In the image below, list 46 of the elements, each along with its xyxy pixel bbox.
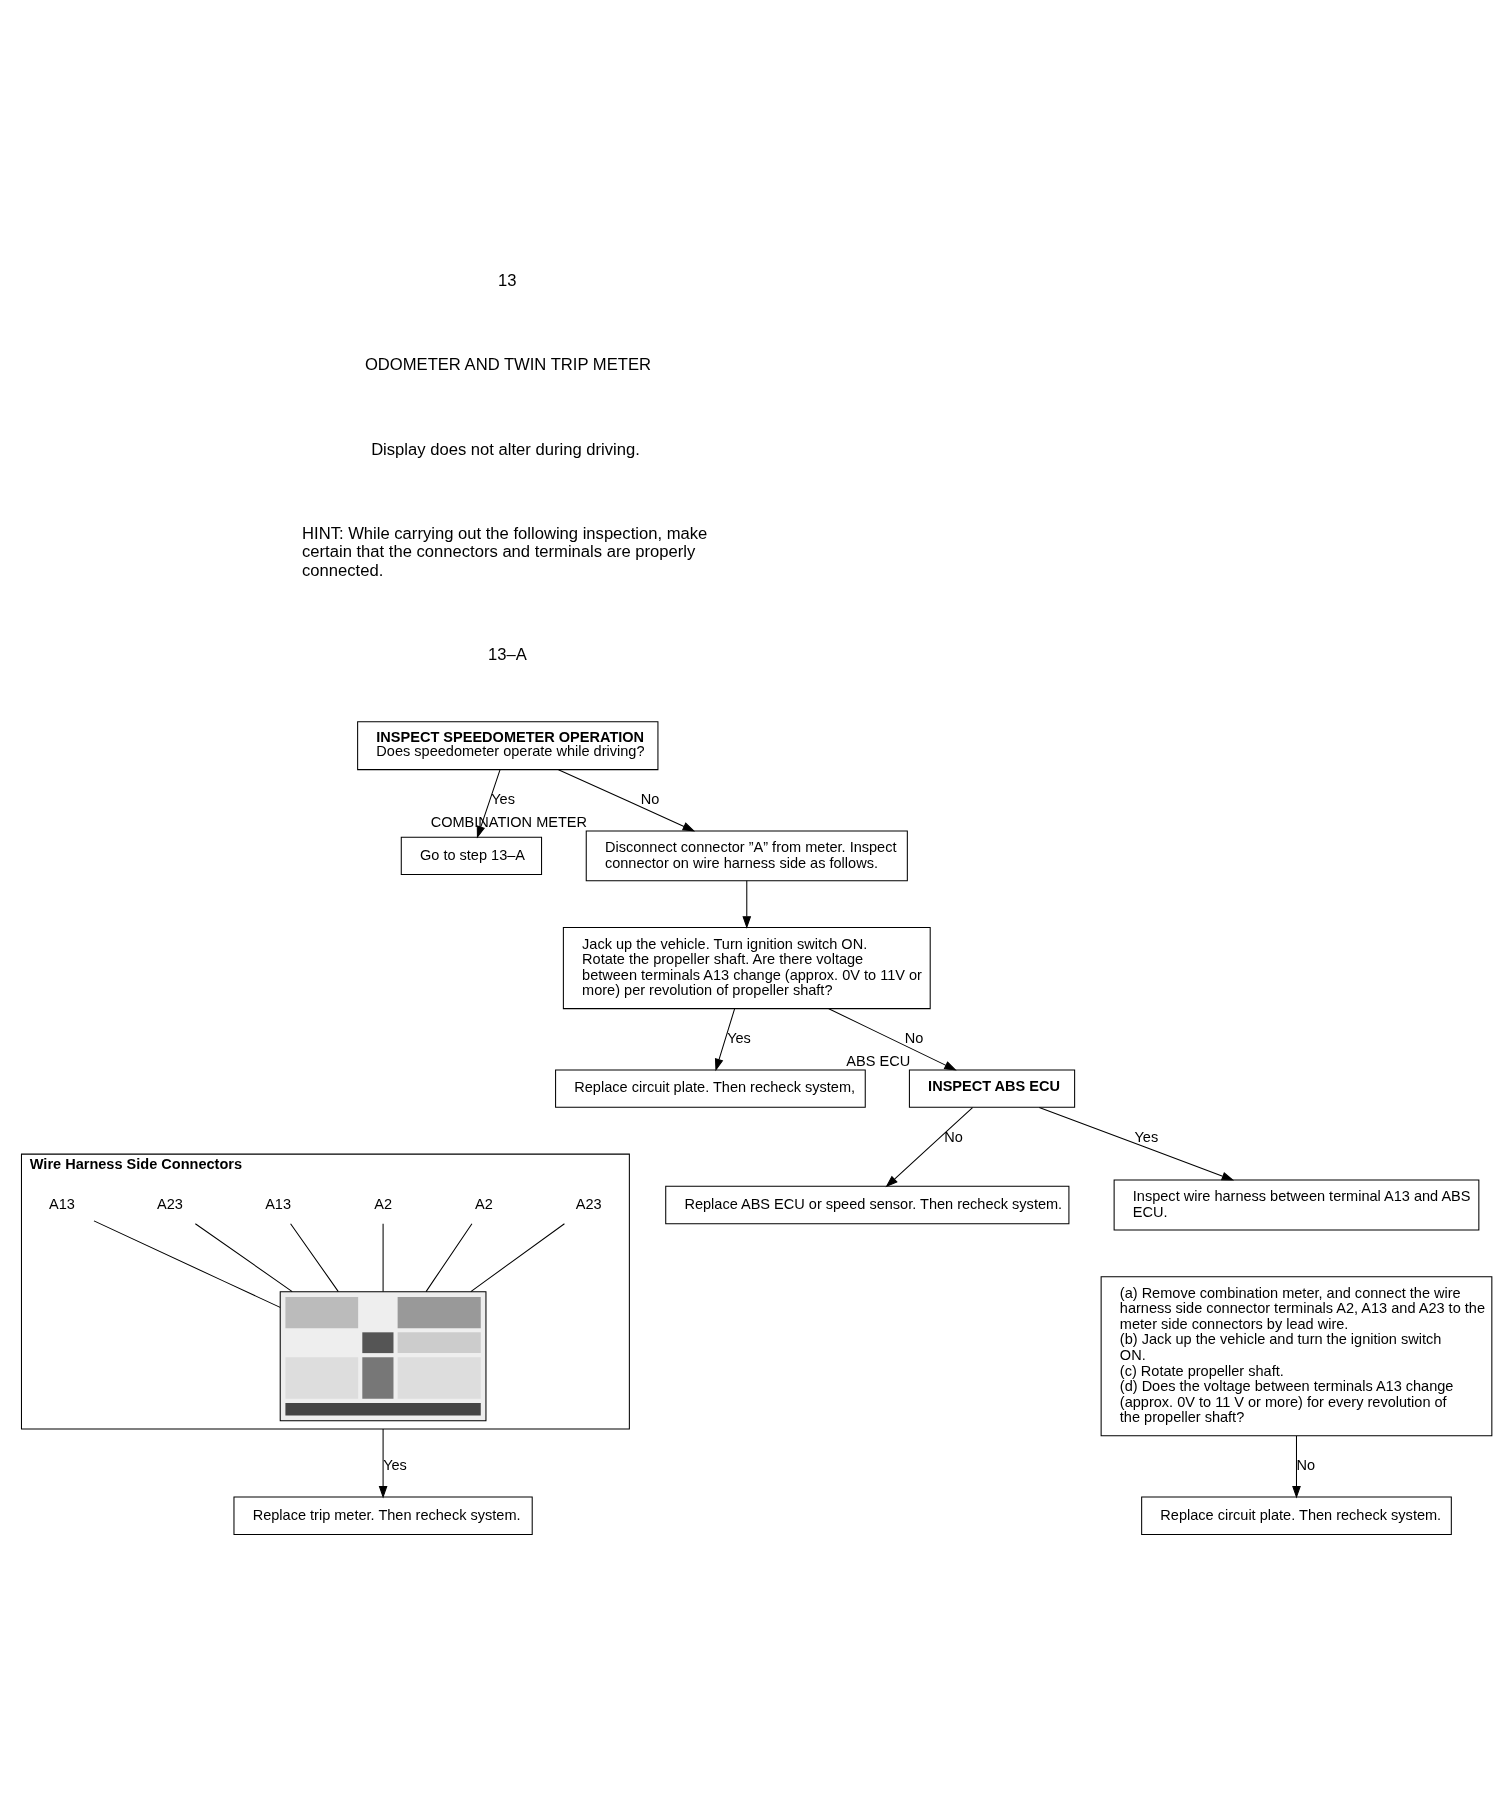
- node-box: Go to step 13–A: [400, 836, 542, 876]
- node-box: Replace circuit plate. Then recheck system.: [1140, 1496, 1452, 1535]
- edge-label: No: [640, 791, 659, 808]
- edge-label: Yes: [1133, 1128, 1158, 1145]
- connector: [469, 1223, 565, 1293]
- arrow: [741, 880, 751, 929]
- connector: [425, 1223, 472, 1293]
- edge-label: Yes: [382, 1457, 407, 1474]
- label: 13–A: [487, 645, 527, 665]
- node-label: ABS ECU: [845, 1052, 910, 1069]
- node-box: INSPECT ABS ECU: [908, 1069, 1075, 1108]
- node-text: A2: [373, 1195, 392, 1212]
- node-box: Inspect wire harness between terminal A13 and ABS ECU.: [1113, 1179, 1479, 1231]
- label: HINT: While carrying out the following inspection, make certain that the connectors and terminals are properly connected.: [301, 523, 707, 581]
- edge-label: Yes: [490, 791, 515, 808]
- node-box: Replace circuit plate. Then recheck system,: [554, 1069, 866, 1108]
- label: ODOMETER AND TWIN TRIP METER: [364, 355, 651, 375]
- connector: [289, 1223, 339, 1293]
- edge-label: No: [1296, 1457, 1315, 1474]
- node-box: Jack up the vehicle. Turn ignition switch ON. Rotate the propeller shaft. Are there voltage between terminals A13 change (approx. 0V to 11V or more) per revolution of propeller shaft?: [562, 927, 931, 1010]
- connector: [92, 1220, 281, 1308]
- node-box: Replace trip meter. Then recheck system.: [232, 1496, 533, 1535]
- edge-label: No: [943, 1128, 963, 1145]
- arrow: [1038, 1106, 1234, 1181]
- edge-label: No: [904, 1030, 923, 1047]
- arrow: [1291, 1435, 1301, 1499]
- arrow: [557, 769, 695, 832]
- node-text: A13: [264, 1195, 291, 1212]
- node-text: A23: [575, 1195, 602, 1212]
- arrow: [885, 1107, 973, 1188]
- edge-label: Yes: [726, 1030, 751, 1047]
- node-text: A2: [474, 1195, 493, 1212]
- label: 13: [497, 271, 516, 291]
- connector: [194, 1223, 293, 1293]
- connector: [382, 1223, 384, 1293]
- arrow: [476, 769, 501, 839]
- node-box: INSPECT SPEEDOMETER OPERATION Does speedometer operate while driving?: [356, 721, 658, 771]
- arrow: [827, 1008, 957, 1071]
- label: Display does not alter during driving.: [370, 439, 640, 459]
- node-text: A13: [48, 1195, 75, 1212]
- arrow: [714, 1008, 735, 1072]
- node-text: A23: [156, 1195, 183, 1212]
- arrow: [378, 1428, 387, 1499]
- node-box: Disconnect connector ”A” from meter. Inspect connector on wire harness side as follows.: [585, 830, 908, 882]
- node-box: (a) Remove combination meter, and connect the wire harness side connector terminals A2, A13 and A23 to the meter side connectors by lead wire. (b) Jack up the vehicle and turn the ignition switch ON. (c) Rotate propeller shaft. (d) Does the voltage between terminals A13 change (approx. 0V to 11 V or more) for every revolution of the propeller shaft?: [1100, 1276, 1492, 1437]
- node-box: Replace ABS ECU or speed sensor. Then recheck system.: [664, 1185, 1069, 1225]
